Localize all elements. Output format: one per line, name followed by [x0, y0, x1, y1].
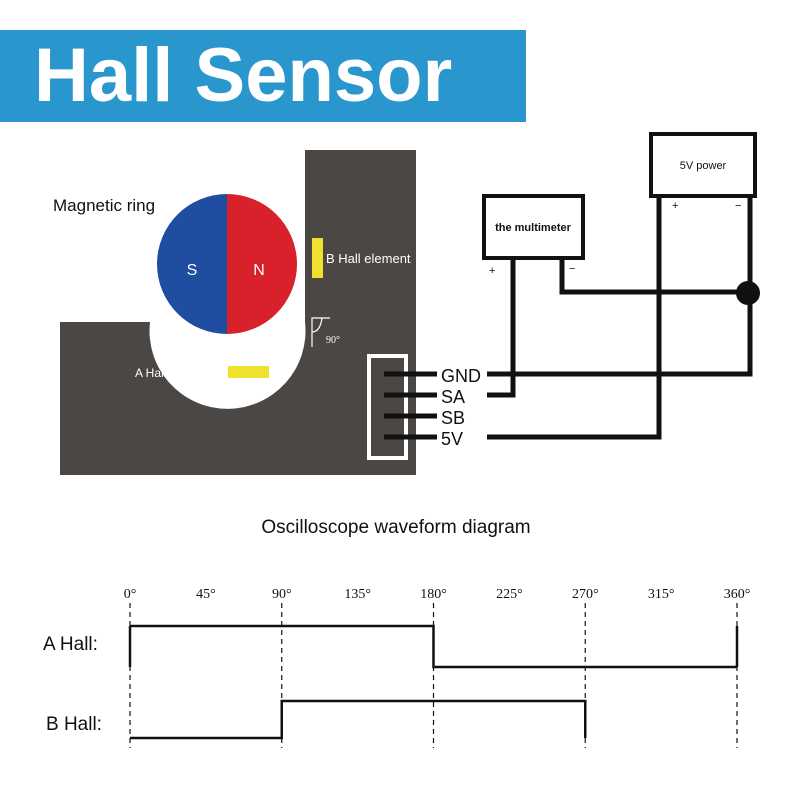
multimeter-box [482, 194, 585, 260]
angle-tick-label: 270° [572, 587, 599, 602]
a-hall-label: A Hall: [43, 634, 98, 655]
angle-tick-label: 45° [196, 587, 216, 602]
multimeter-plus: + [489, 265, 495, 277]
pin-label-sa: SA [441, 387, 465, 407]
waveform-title: Oscilloscope waveform diagram [261, 517, 530, 538]
angle-tick-label: 315° [648, 587, 675, 602]
wire-multimeter-minus [559, 196, 753, 295]
b-hall-element-label: B Hall element [326, 251, 411, 266]
angle-mark [311, 317, 330, 347]
a-hall-signal [130, 624, 737, 669]
magnet-north-label: N [253, 262, 265, 279]
connector-pins [384, 371, 437, 440]
b-hall-signal [130, 699, 587, 740]
wiring [487, 196, 753, 440]
power-label: 5V power [680, 160, 727, 172]
angle-tick-label: 180° [420, 587, 447, 602]
angle-tick-label: 135° [344, 587, 371, 602]
angle-tick-label: 360° [724, 587, 751, 602]
angle-tick-label: 0° [124, 587, 137, 602]
power-minus: − [735, 200, 741, 212]
b-hall-label: B Hall: [46, 714, 102, 735]
junction-dot [736, 281, 760, 305]
angle-mark-label: 90° [326, 335, 340, 346]
power-plus: + [672, 200, 678, 212]
multimeter-minus: − [569, 263, 575, 275]
angle-tick-label: 90° [272, 587, 292, 602]
magnet-south-label: S [187, 262, 198, 279]
b-hall-element [312, 238, 323, 278]
pin-label-sb: SB [441, 408, 465, 428]
power-box [649, 132, 757, 198]
wire-gnd [487, 292, 753, 377]
pin-label-gnd: GND [441, 366, 481, 386]
angle-tick-label: 225° [496, 587, 523, 602]
waveform-area: 0° 45° 90° 135° 180° 225° 270° 315° 360° [124, 587, 751, 748]
pin-label-5v: 5V [441, 429, 463, 449]
connector [367, 354, 408, 460]
magnetic-ring-label: Magnetic ring [53, 196, 155, 215]
a-hall-element [228, 366, 269, 378]
title-banner [0, 30, 526, 122]
a-hall-element-label: A Hall element [135, 366, 213, 380]
magnet-south-half [157, 194, 227, 334]
wire-sa [487, 258, 516, 398]
multimeter-label: the multimeter [495, 222, 572, 234]
wire-5v [487, 196, 662, 440]
magnet-north-half [227, 194, 297, 334]
page-title: Hall Sensor [34, 33, 453, 118]
sensor-board [60, 150, 416, 475]
